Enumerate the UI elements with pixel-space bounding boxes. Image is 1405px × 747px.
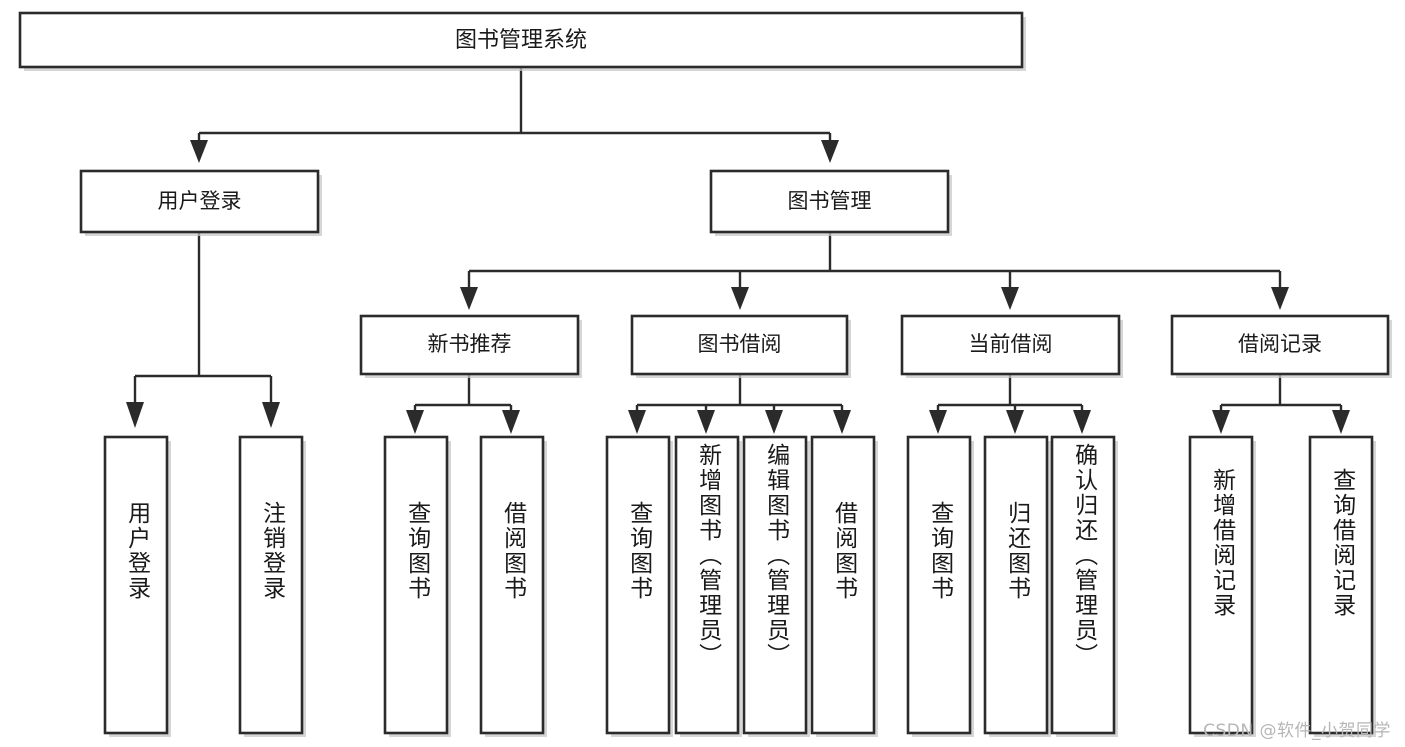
node-current-borrow[interactable]: 当前借阅 [900, 314, 1123, 378]
csdn-watermark: CSDN @软件_小贺同学 [1203, 721, 1391, 741]
arrow-user-login-leaf-1 [126, 402, 144, 428]
connector-group-root-to-level2 [190, 67, 839, 163]
connector-group-borrow-record-to-leaves [1212, 374, 1350, 434]
arrow-to-borrow-record [1271, 287, 1289, 310]
arrow-book-borrow-leaf-4 [833, 410, 851, 434]
arrow-to-current-borrow [1001, 287, 1019, 310]
leaf-book-borrow-2[interactable] [674, 435, 742, 737]
arrow-book-borrow-leaf-2 [697, 410, 715, 434]
node-root-system[interactable]: 图书管理系统 [18, 11, 1026, 71]
leaf-current-borrow-2[interactable] [983, 435, 1051, 737]
node-book-borrow[interactable]: 图书借阅 [630, 314, 851, 378]
leaf-new-book-2[interactable] [479, 435, 547, 737]
node-user-login[interactable]: 用户登录 [79, 169, 322, 236]
arrow-to-book-borrow [731, 287, 749, 310]
arrow-user-login-leaf-2 [262, 402, 280, 428]
node-borrow-record-label: 借阅记录 [1238, 332, 1322, 356]
arrow-current-borrow-leaf-2 [1006, 410, 1024, 434]
leaf-book-borrow-4[interactable] [810, 435, 878, 737]
arrow-new-book-leaf-2 [502, 410, 520, 434]
node-new-book-recommend-label: 新书推荐 [428, 332, 512, 356]
leaf-user-login-2[interactable] [238, 435, 306, 737]
arrow-book-borrow-leaf-1 [628, 410, 646, 434]
arrow-current-borrow-leaf-3 [1073, 410, 1091, 434]
leaf-borrow-record-1[interactable] [1188, 435, 1256, 737]
leaf-new-book-1[interactable] [383, 435, 451, 737]
connector-group-current-borrow-to-leaves [929, 374, 1091, 434]
leaf-current-borrow-1[interactable] [906, 435, 974, 737]
connector-group-book-manage-to-level3 [460, 232, 1289, 310]
connector-group-book-borrow-to-leaves [628, 374, 851, 434]
arrow-borrow-record-leaf-2 [1332, 410, 1350, 434]
leaf-user-login-1[interactable] [103, 435, 171, 737]
arrow-current-borrow-leaf-1 [929, 410, 947, 434]
arrow-borrow-record-leaf-1 [1212, 410, 1230, 434]
leaf-borrow-record-2[interactable] [1308, 435, 1376, 737]
arrow-book-borrow-leaf-3 [765, 410, 783, 434]
leaf-current-borrow-3[interactable] [1050, 435, 1118, 737]
arrow-new-book-leaf-1 [406, 410, 424, 434]
node-current-borrow-label: 当前借阅 [969, 332, 1053, 356]
arrow-to-book-manage [821, 140, 839, 163]
leaf-book-borrow-1[interactable] [605, 435, 673, 737]
node-new-book-recommend[interactable]: 新书推荐 [359, 314, 582, 378]
connector-group-new-book-to-leaves [406, 374, 520, 434]
leaf-book-borrow-3[interactable] [742, 435, 810, 737]
arrow-to-new-book-recommend [460, 287, 478, 310]
arrow-to-user-login [190, 140, 208, 163]
node-root-system-label: 图书管理系统 [455, 28, 587, 53]
node-borrow-record[interactable]: 借阅记录 [1170, 314, 1392, 378]
node-book-manage-label: 图书管理 [788, 189, 872, 213]
node-book-borrow-label: 图书借阅 [698, 332, 782, 356]
connector-group-user-login-to-leaves [126, 232, 280, 428]
node-book-manage[interactable]: 图书管理 [709, 169, 952, 236]
node-user-login-label: 用户登录 [158, 189, 242, 213]
